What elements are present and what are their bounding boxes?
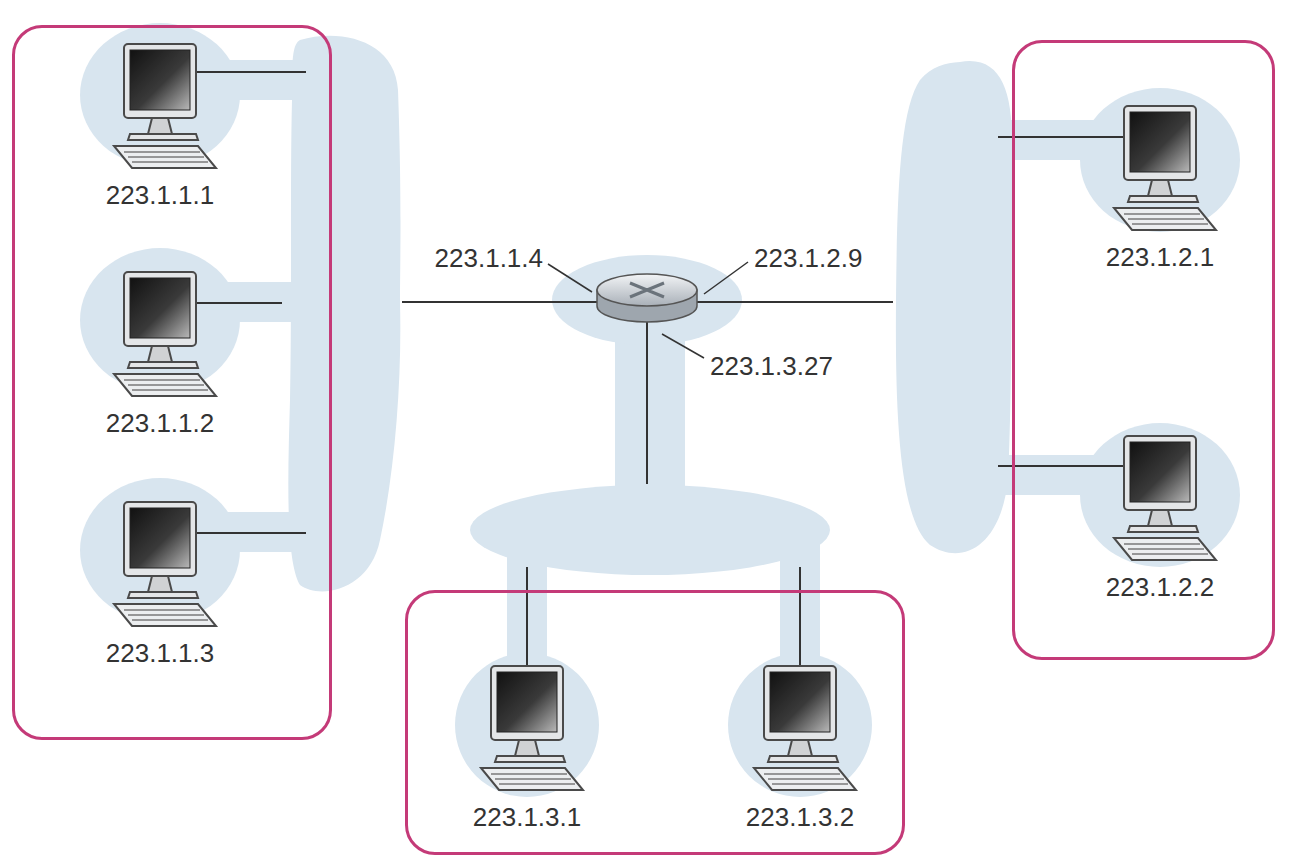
ip-address: 223.1.1.2 xyxy=(106,408,214,438)
computer-icon xyxy=(100,42,220,172)
ip-address: 223.1.3.1 xyxy=(473,802,581,832)
ip-address: 223.1.2.2 xyxy=(1106,572,1214,602)
interface-address: 223.1.2.9 xyxy=(752,243,864,273)
computer-icon xyxy=(100,270,220,400)
host-computer: 223.1.2.1 xyxy=(1090,104,1230,272)
computer-icon xyxy=(1100,434,1220,564)
ip-address: 223.1.3.2 xyxy=(746,802,854,832)
leader-line xyxy=(548,262,748,358)
subnet-box: 223.1.2.1 223.1.2.2 xyxy=(1012,40,1275,660)
interface-address: 223.1.3.27 xyxy=(708,351,835,381)
subnet-box: 223.1.3.1 223.1.3.2 xyxy=(405,590,905,855)
host-computer: 223.1.3.2 xyxy=(730,664,870,832)
computer-icon xyxy=(100,500,220,630)
ip-address: 223.1.1.1 xyxy=(106,180,214,210)
ip-address: 223.1.1.3 xyxy=(106,638,214,668)
host-computer: 223.1.1.2 xyxy=(90,270,230,438)
computer-icon xyxy=(1100,104,1220,234)
computer-icon xyxy=(740,664,860,794)
computer-icon xyxy=(467,664,587,794)
interface-address: 223.1.1.4 xyxy=(433,243,545,273)
ip-address: 223.1.2.1 xyxy=(1106,242,1214,272)
host-computer: 223.1.1.3 xyxy=(90,500,230,668)
router-symbol xyxy=(597,274,697,322)
host-computer: 223.1.3.1 xyxy=(457,664,597,832)
host-computer: 223.1.1.1 xyxy=(90,42,230,210)
host-computer: 223.1.2.2 xyxy=(1090,434,1230,602)
network-blob xyxy=(80,23,1240,797)
subnet-box: 223.1.1.1 223.1.1.2 223.1.1.3 xyxy=(12,25,332,740)
network-wire xyxy=(195,72,1125,667)
